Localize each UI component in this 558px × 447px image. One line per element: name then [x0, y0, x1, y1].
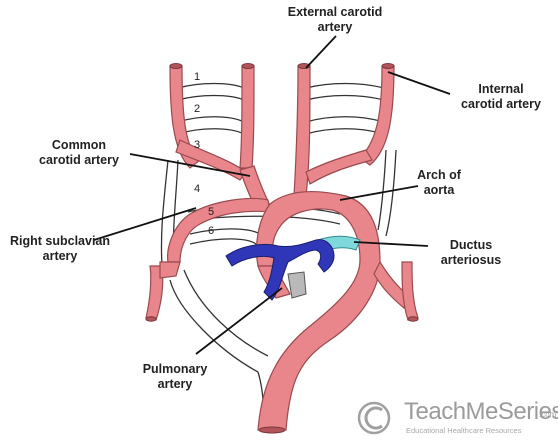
label-line: artery [42, 249, 78, 263]
label-line: Pulmonary [142, 362, 208, 376]
label-line: artery [157, 377, 193, 391]
label-line: artery [317, 20, 353, 34]
label-line: aorta [423, 183, 455, 197]
leader-lines [93, 35, 451, 355]
teachme-logo: TeachMeSeries .com Educational Healthcar… [356, 394, 558, 440]
label-line: arteriosus [440, 253, 502, 267]
arch-number-6: 6 [208, 225, 215, 237]
logo-domain: .com [539, 410, 557, 419]
label-line: Ductus [449, 238, 493, 252]
label-line: Common [51, 138, 107, 152]
label-right-subclavian-artery: Right subclavian artery [2, 234, 118, 264]
pulmonary-trunk-stub [287, 271, 307, 299]
label-pulmonary-artery: Pulmonary artery [132, 362, 218, 392]
arch-number-1: 1 [194, 71, 201, 83]
label-arch-of-aorta: Arch of aorta [404, 168, 474, 198]
arteries [145, 65, 419, 431]
pulmonary-artery-vessel [225, 239, 335, 301]
label-line: Right subclavian [9, 234, 111, 248]
label-common-carotid-artery: Common carotid artery [16, 138, 142, 168]
arch-number-2: 2 [194, 103, 201, 115]
logo-brand: TeachMeSeries [404, 398, 558, 425]
label-line: Internal [478, 82, 524, 96]
label-line: External carotid [287, 5, 383, 19]
label-line: carotid artery [39, 153, 119, 167]
teachme-logo-mark [357, 401, 391, 435]
label-line: carotid artery [461, 97, 541, 111]
logo-tagline: Educational Healthcare Resources [406, 426, 522, 435]
label-line: Arch of [417, 168, 461, 182]
label-internal-carotid-artery: Internal carotid artery [446, 82, 556, 112]
arch-number-3: 3 [194, 139, 201, 151]
arch-number-5: 5 [208, 206, 215, 218]
label-ductus-arteriosus: Ductus arteriosus [426, 238, 516, 268]
label-external-carotid-artery: External carotid artery [270, 5, 400, 35]
vessel-end-caps [145, 63, 419, 434]
arch-number-4: 4 [194, 183, 201, 195]
